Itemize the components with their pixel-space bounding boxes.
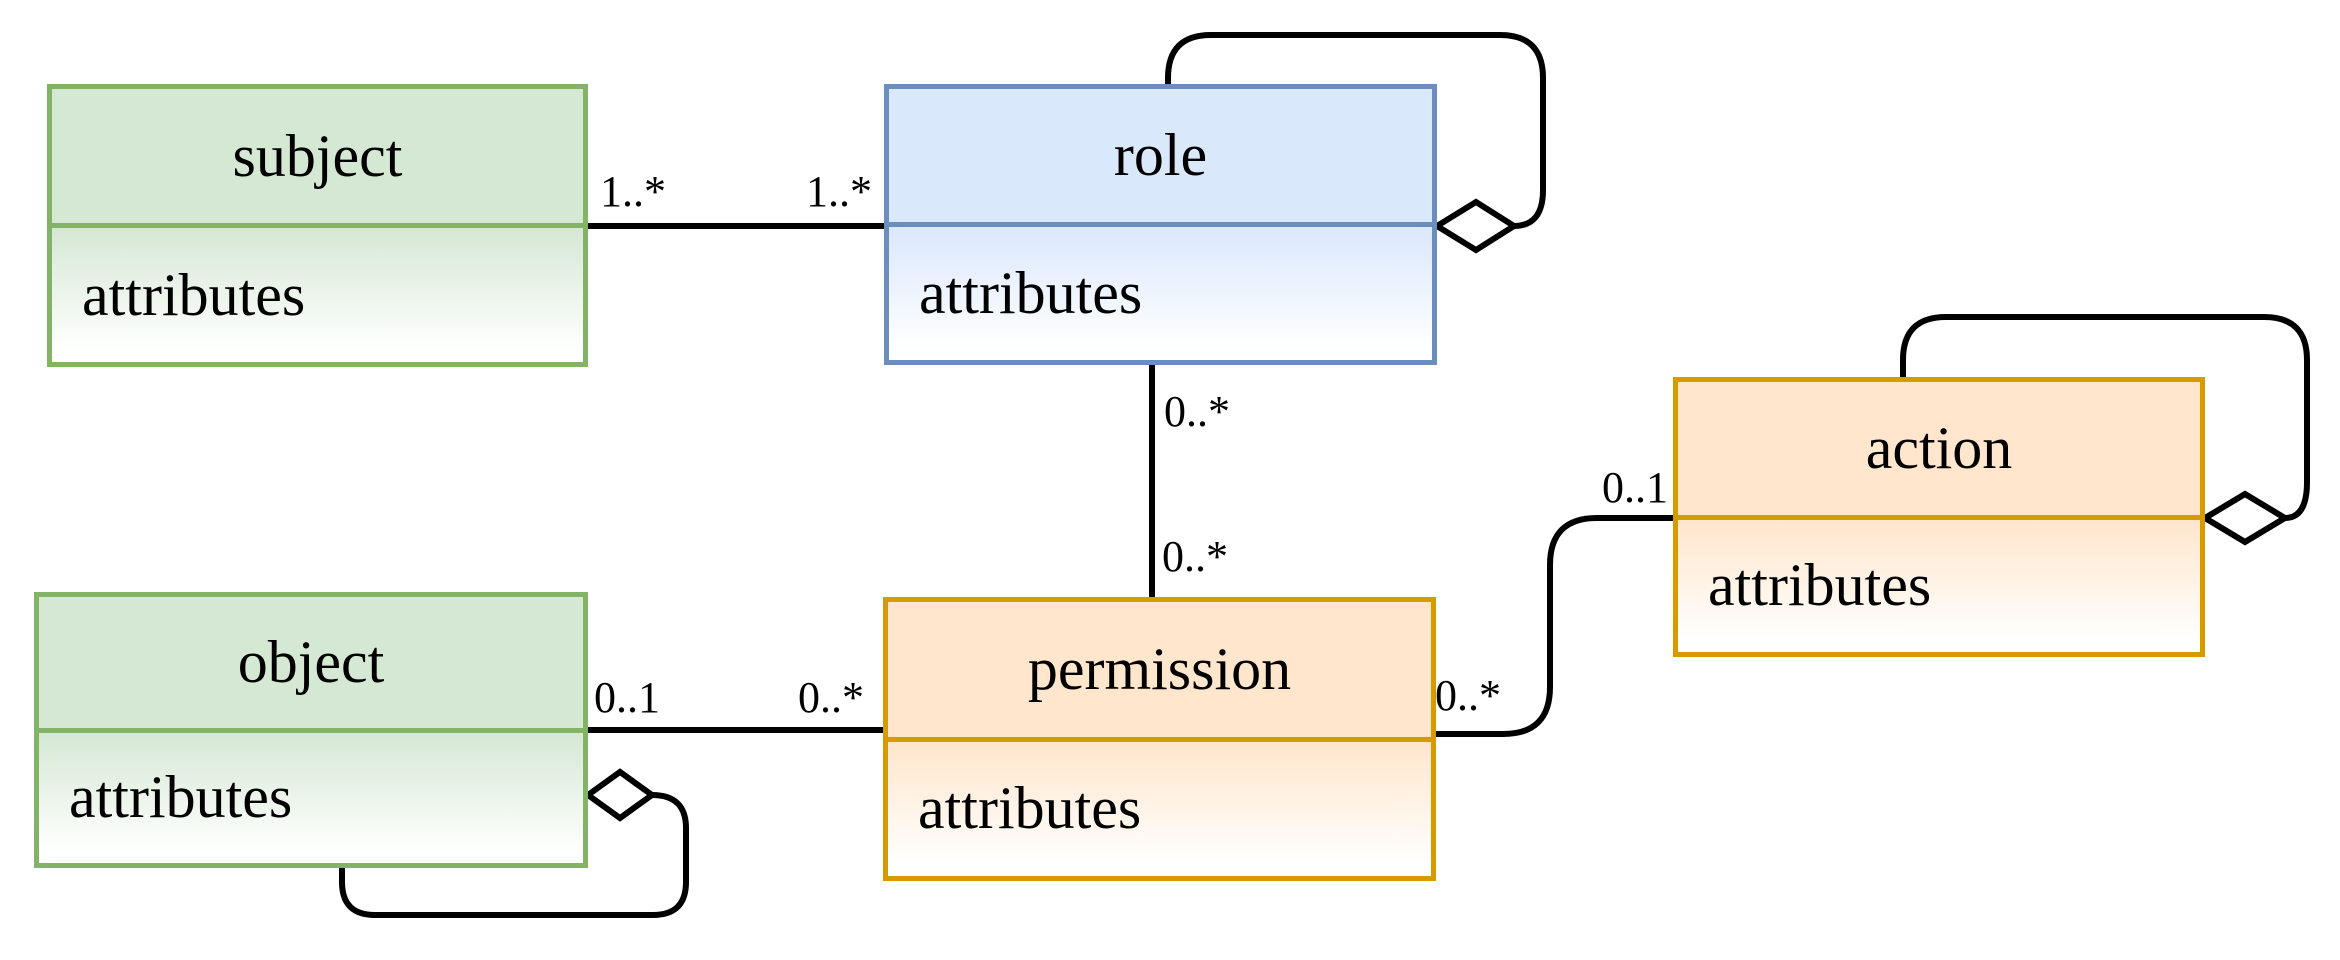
entity-permission-attributes: attributes [888,741,1431,876]
aggregation-diamond-role [1431,198,1520,254]
multiplicity-subject-side: 1..* [600,167,666,216]
edge-action-self-loop [1900,314,2310,521]
entity-object: object attributes [34,592,588,868]
aggregation-diamond-action [2199,490,2291,546]
multiplicity-role-side-subject-edge: 1..* [806,167,872,216]
edge-permission-action [1436,515,1673,737]
multiplicity-permission-side-object-edge: 0..* [798,673,864,722]
multiplicity-role-side-permission-edge: 0..* [1164,387,1230,436]
entity-action-title: action [1678,382,2200,520]
aggregation-diamond-object [582,768,658,822]
multiplicity-permission-side-role-edge: 0..* [1162,532,1228,581]
multiplicity-action-side: 0..1 [1602,463,1668,512]
entity-permission-title: permission [888,602,1431,742]
entity-permission: permission attributes [883,597,1436,881]
edge-role-self-loop [1165,32,1546,229]
entity-subject-title: subject [52,89,583,228]
entity-role: role attributes [884,84,1437,365]
entity-subject: subject attributes [47,84,588,367]
entity-subject-attributes: attributes [52,228,583,362]
multiplicity-object-side: 0..1 [594,673,660,722]
entity-object-title: object [39,597,583,733]
entity-role-attributes: attributes [889,227,1432,360]
entity-object-attributes: attributes [39,732,583,863]
entity-action-attributes: attributes [1678,519,2200,652]
multiplicity-permission-side-action-edge: 0..* [1435,671,1501,720]
edge-object-self-loop [339,792,689,918]
entity-action: action attributes [1673,377,2205,657]
entity-role-title: role [889,89,1432,227]
